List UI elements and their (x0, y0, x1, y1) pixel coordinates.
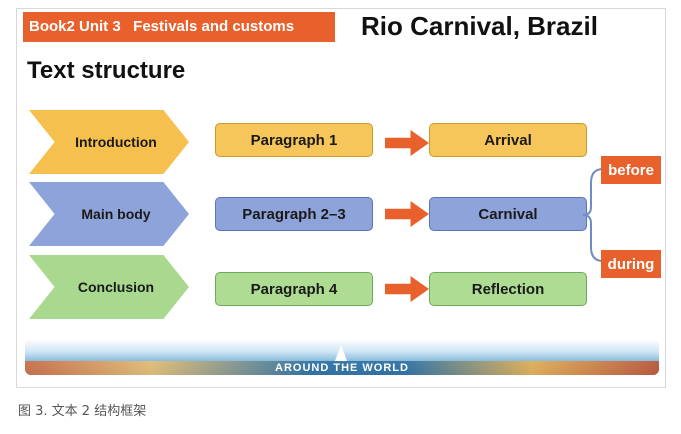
brace-icon (582, 168, 604, 262)
ship-icon (335, 345, 347, 361)
slide-title: Rio Carnival, Brazil (361, 11, 598, 41)
arrow-right-icon (385, 276, 429, 302)
arrow-right-icon (385, 201, 429, 227)
content-box-carnival: Carnival (429, 197, 587, 231)
stage-tag-during: during (601, 250, 661, 278)
arrow-right-icon (385, 130, 429, 156)
content-box-arrival: Arrival (429, 123, 587, 157)
unit-tag: Book2 Unit 3 Festivals and customs (23, 12, 335, 42)
section-introduction: Introduction (29, 110, 189, 174)
paragraph-box-4: Paragraph 4 (215, 272, 373, 306)
banner-text: AROUND THE WORLD (275, 362, 409, 374)
section-conclusion: Conclusion (29, 255, 189, 319)
section-main-body: Main body (29, 182, 189, 246)
stage-tag-before: before (601, 156, 661, 184)
paragraph-box-2-3: Paragraph 2–3 (215, 197, 373, 231)
slide: Book2 Unit 3 Festivals and customs Rio C… (16, 8, 666, 388)
text-structure-heading: Text structure (27, 57, 186, 84)
banner-wave (25, 361, 659, 375)
around-the-world-banner: AROUND THE WORLD (25, 339, 659, 375)
figure-caption: 图 3. 文本 2 结构框架 (18, 404, 147, 419)
paragraph-box-1: Paragraph 1 (215, 123, 373, 157)
content-box-reflection: Reflection (429, 272, 587, 306)
